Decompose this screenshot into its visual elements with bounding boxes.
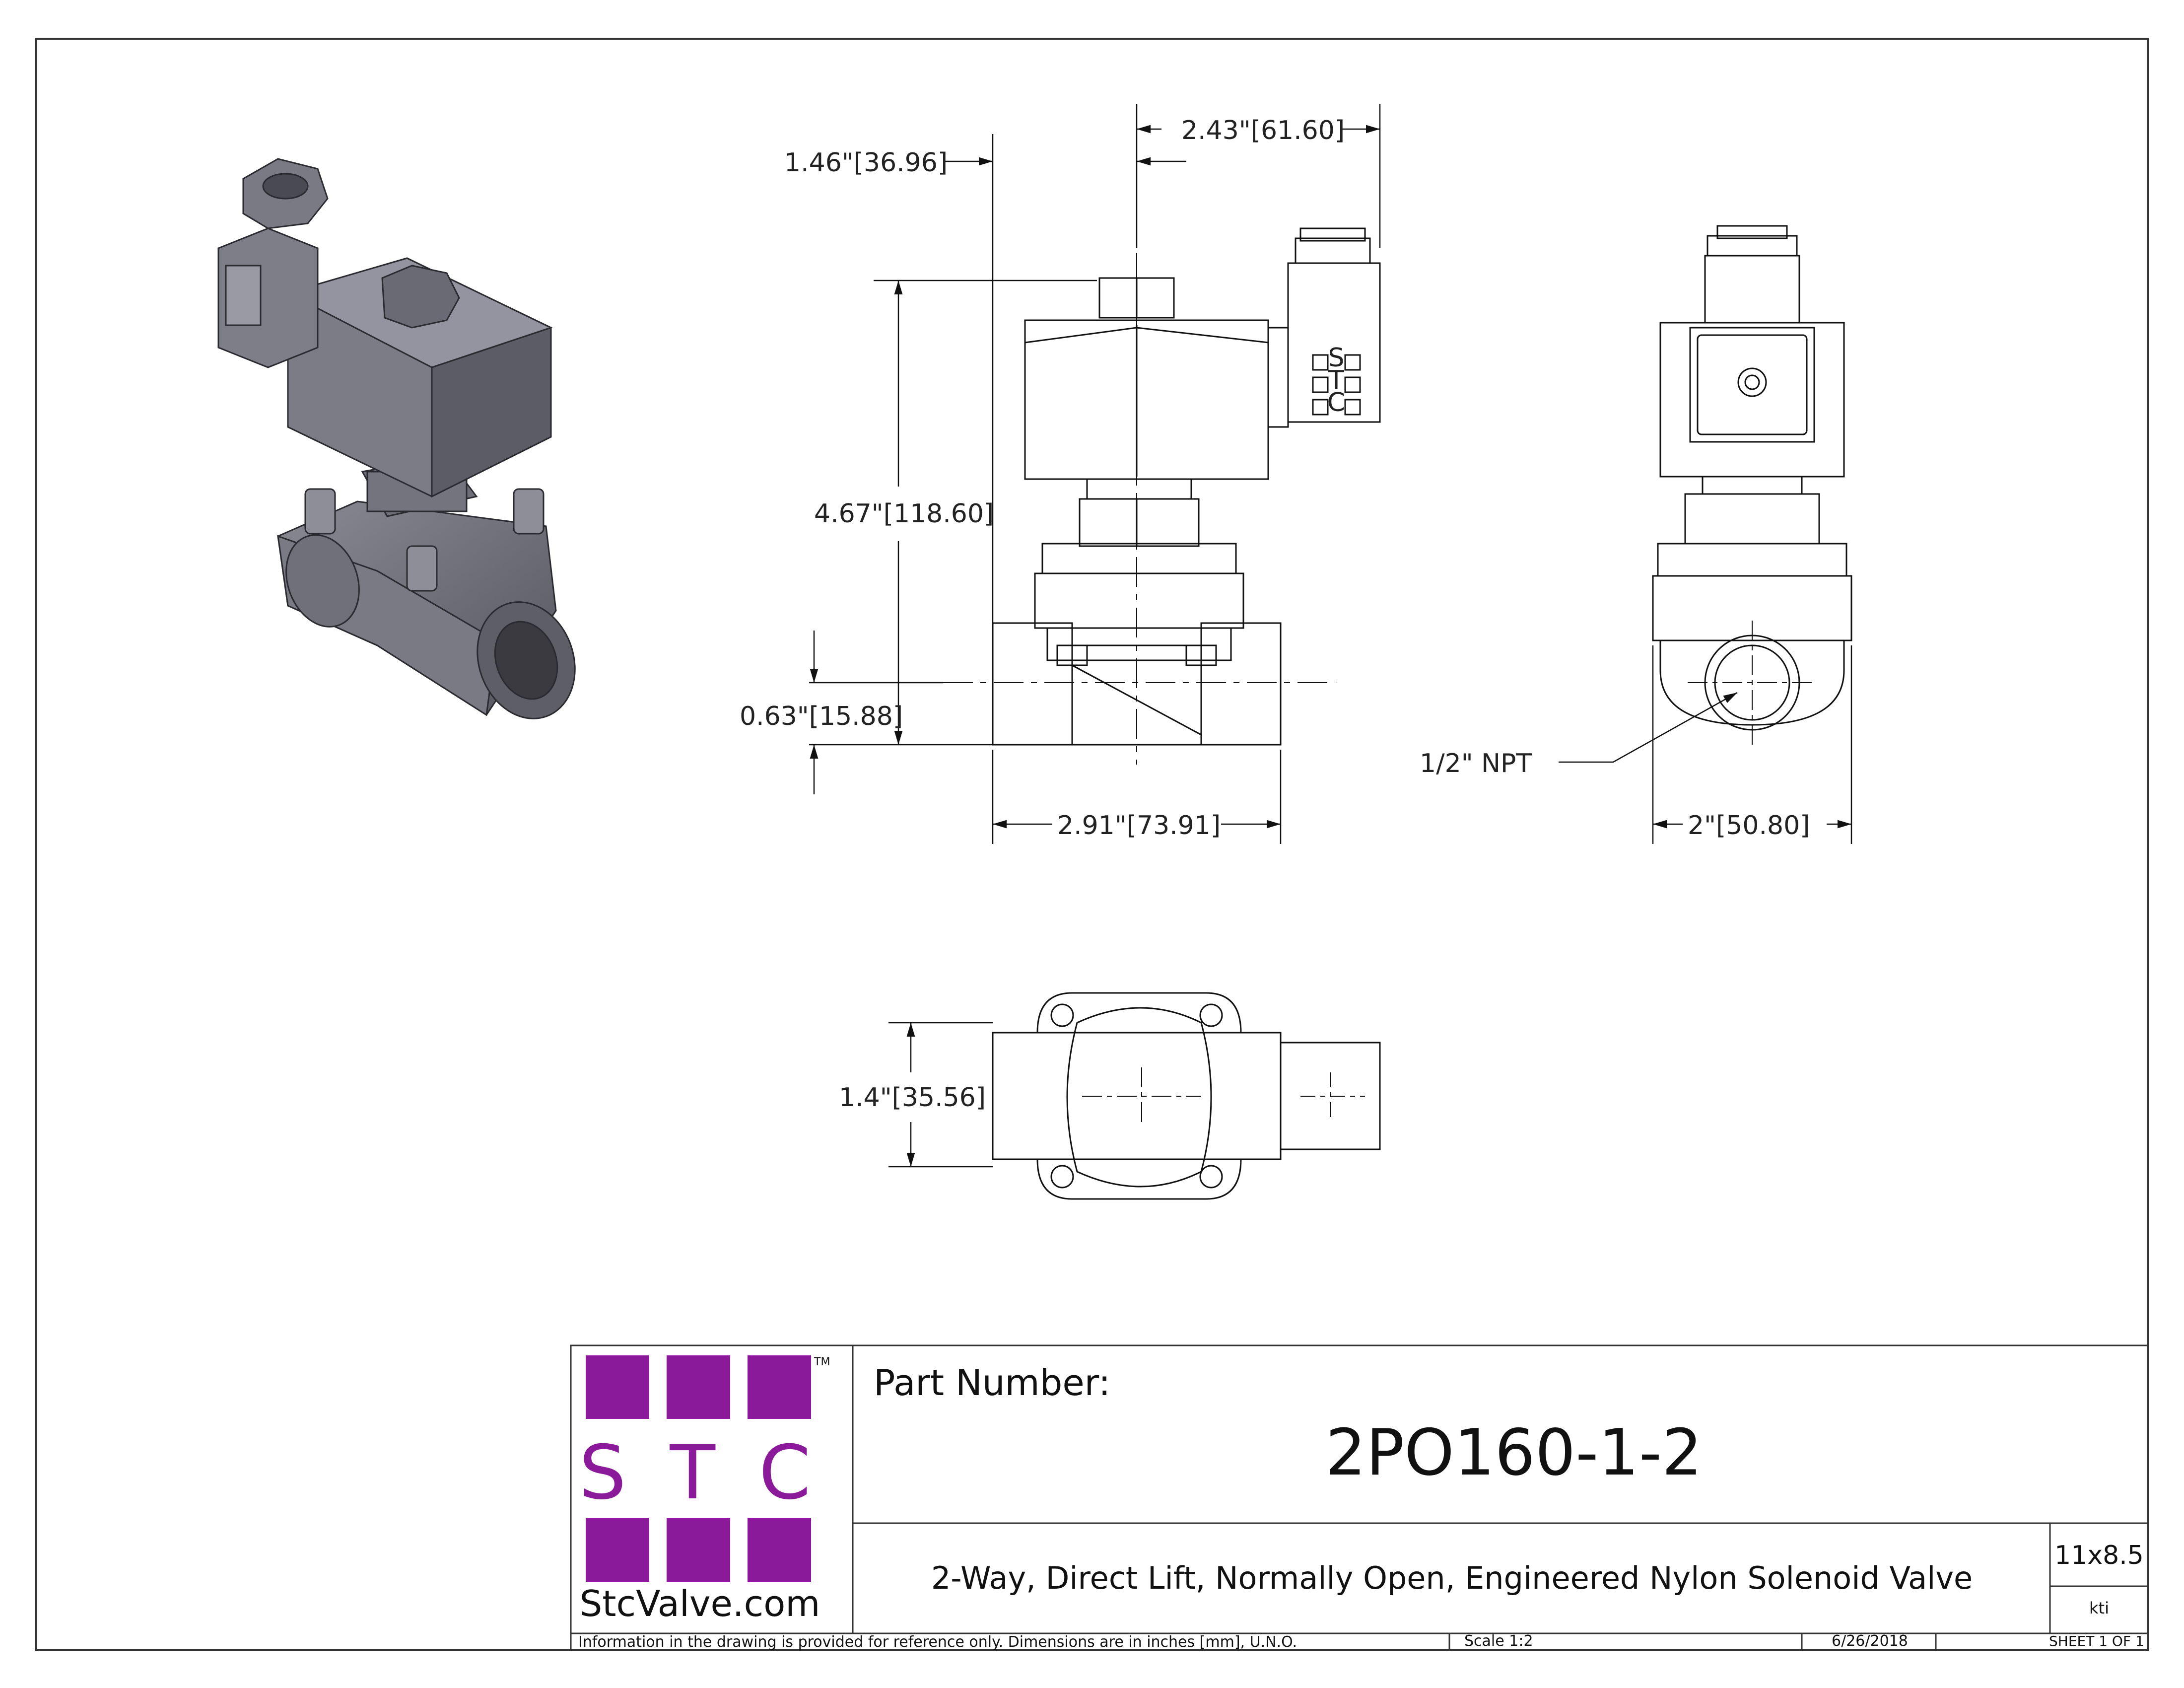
connector-label-s: S [1328,343,1344,373]
part-number: 2PO160-1-2 [1326,1416,1703,1490]
dim-overall-height: 4.67"[118.60] [814,499,994,529]
dim-body-width: 2"[50.80] [1688,811,1810,841]
dim-top-view-width: 1.4"[35.56] [839,1083,986,1113]
top-view [992,992,1381,1200]
part-number-label: Part Number: [874,1362,1110,1404]
sheet-size: 11x8.5 [2054,1541,2144,1570]
stc-logo: S T C TM [579,1355,830,1582]
dim-port-center-height: 0.63"[15.88] [740,702,903,731]
dim-body-length: 2.91"[73.91] [1057,811,1221,841]
date: 6/26/2018 [1832,1632,1908,1650]
website: StcValve.com [580,1583,820,1624]
port-size-callout: 1/2" NPT [1420,749,1532,778]
scale: Scale 1:2 [1464,1632,1533,1650]
top-view-dimensions [888,1022,993,1168]
side-view [1652,225,1852,745]
description: 2-Way, Direct Lift, Normally Open, Engin… [931,1560,1973,1596]
logo-text: S T C [579,1430,821,1516]
dim-coil-offset: 1.46"[36.96] [784,148,948,178]
sheet-number: SHEET 1 OF 1 [2049,1633,2144,1649]
drawn-by: kti [2089,1599,2109,1618]
connector-label-t: T [1328,365,1344,395]
reference-note: Information in the drawing is provided f… [578,1633,1297,1651]
connector-label-c: C [1327,388,1345,418]
trademark: TM [814,1356,830,1368]
dim-connector-width: 2.43"[61.60] [1181,116,1345,145]
side-view-dimensions [1559,645,1852,844]
isometric-view [217,158,576,719]
front-view: S T C [943,227,1381,765]
front-view-dimensions [809,104,1381,844]
title-block [570,1344,2149,1651]
